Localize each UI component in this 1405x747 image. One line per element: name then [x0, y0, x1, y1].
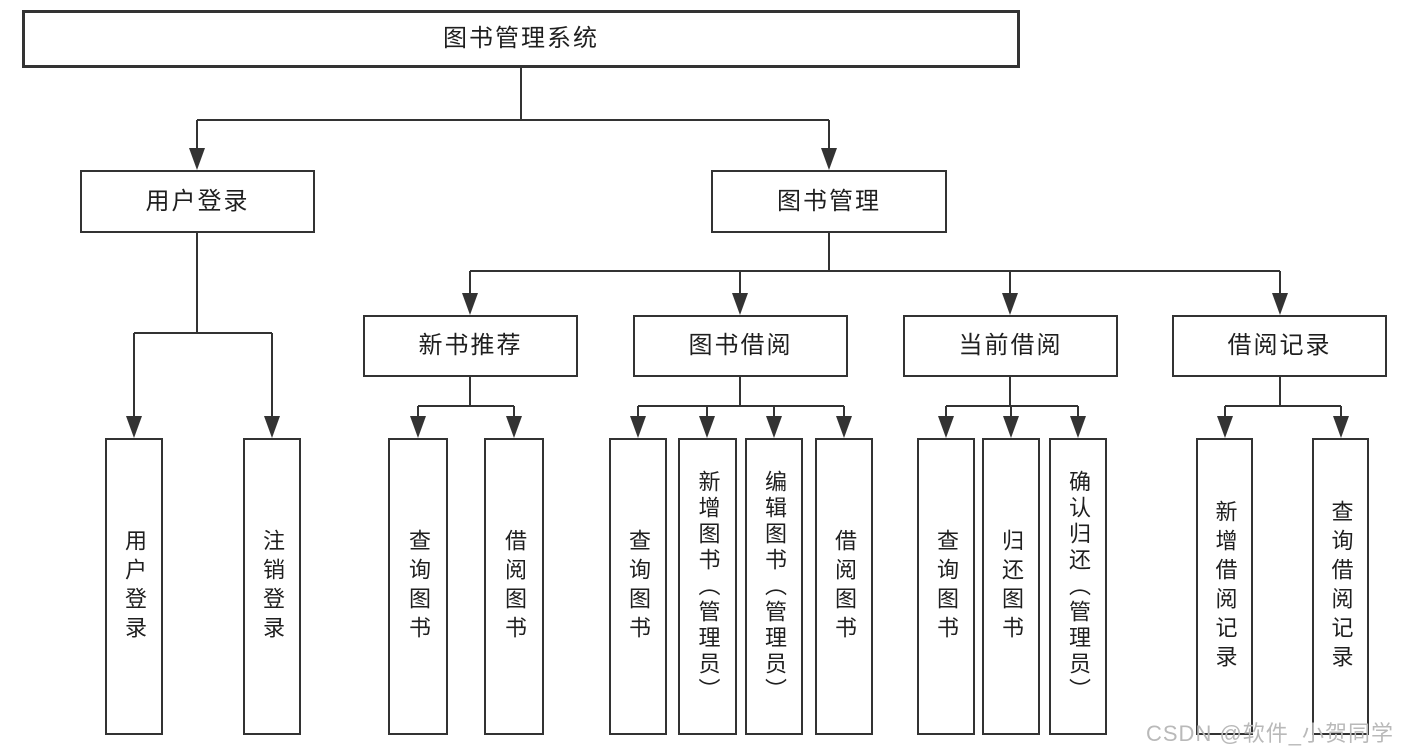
csdn-watermark: CSDN @软件_小贺同学	[1146, 721, 1395, 746]
node-logout: 注销登录	[243, 438, 301, 735]
node-new-book-recommend: 新书推荐	[363, 315, 578, 377]
node-add-books-admin-label: 新增图书（管理员）	[695, 469, 721, 704]
node-add-borrow-record-label: 新增借阅记录	[1212, 499, 1238, 674]
node-query-borrow-record-label: 查询借阅记录	[1328, 499, 1354, 674]
node-book-management-label: 图书管理	[777, 187, 881, 215]
node-add-borrow-record: 新增借阅记录	[1196, 438, 1253, 735]
node-query-borrow-record: 查询借阅记录	[1312, 438, 1369, 735]
node-borrow-books-1-label: 借阅图书	[502, 528, 527, 645]
node-query-books-2: 查询图书	[609, 438, 667, 735]
node-user-login: 用户登录	[80, 170, 315, 233]
node-current-borrowing: 当前借阅	[903, 315, 1118, 377]
node-query-books-3-label: 查询图书	[934, 528, 959, 645]
node-query-books-2-label: 查询图书	[626, 528, 651, 645]
node-system: 图书管理系统	[22, 10, 1020, 68]
node-new-book-recommend-label: 新书推荐	[418, 332, 523, 359]
node-login-label: 用户登录	[122, 528, 147, 645]
node-add-books-admin: 新增图书（管理员）	[678, 438, 737, 735]
node-query-books-1-label: 查询图书	[406, 528, 431, 645]
node-system-label: 图书管理系统	[443, 25, 599, 52]
node-return-books-label: 归还图书	[999, 528, 1024, 645]
node-book-management: 图书管理	[711, 170, 947, 233]
node-logout-label: 注销登录	[260, 528, 285, 645]
node-query-books-1: 查询图书	[388, 438, 448, 735]
node-borrow-books-1: 借阅图书	[484, 438, 544, 735]
node-book-borrowing: 图书借阅	[633, 315, 848, 377]
node-borrow-records-label: 借阅记录	[1227, 332, 1332, 359]
node-confirm-return-admin: 确认归还（管理员）	[1049, 438, 1107, 735]
node-borrow-books-2-label: 借阅图书	[832, 528, 857, 645]
node-login: 用户登录	[105, 438, 163, 735]
node-confirm-return-admin-label: 确认归还（管理员）	[1066, 469, 1091, 704]
node-borrow-books-2: 借阅图书	[815, 438, 873, 735]
node-user-login-label: 用户登录	[145, 187, 250, 215]
node-query-books-3: 查询图书	[917, 438, 975, 735]
node-book-borrowing-label: 图书借阅	[688, 332, 793, 359]
node-current-borrowing-label: 当前借阅	[958, 332, 1063, 359]
node-edit-books-admin: 编辑图书（管理员）	[745, 438, 803, 735]
node-return-books: 归还图书	[982, 438, 1040, 735]
node-edit-books-admin-label: 编辑图书（管理员）	[762, 469, 787, 704]
node-borrow-records: 借阅记录	[1172, 315, 1387, 377]
